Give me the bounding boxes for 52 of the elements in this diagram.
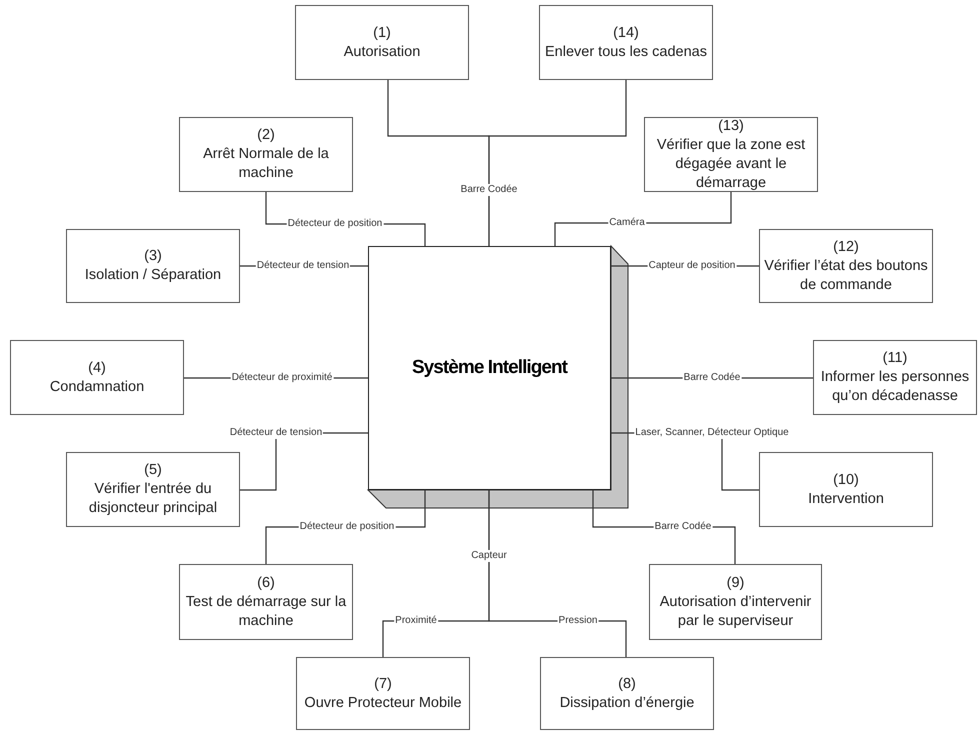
step-number: (14) bbox=[613, 24, 639, 42]
step-text: Dissipation d’énergie bbox=[560, 694, 694, 712]
step-box bbox=[540, 657, 714, 730]
step-text: Arrêt Normale de la machine bbox=[202, 145, 330, 183]
step-box bbox=[759, 229, 933, 303]
step-box bbox=[813, 340, 977, 415]
step-text: Isolation / Séparation bbox=[84, 266, 222, 285]
connector-line bbox=[488, 80, 627, 246]
step-number: (1) bbox=[373, 24, 391, 42]
step-text: Condamnation bbox=[50, 378, 144, 396]
step-box bbox=[649, 564, 822, 640]
step-number: (5) bbox=[144, 461, 162, 480]
step-text: Vérifier l'entrée du disjoncteur principal bbox=[88, 480, 218, 518]
edge-label: Laser, Scanner, Détecteur Optique bbox=[634, 427, 790, 439]
step-number: (9) bbox=[726, 574, 744, 592]
edge-label: Détecteur de position bbox=[286, 218, 384, 230]
system-title: Système Intelligent bbox=[412, 356, 568, 380]
edge-label: Détecteur de position bbox=[298, 521, 396, 533]
step-number: (13) bbox=[718, 116, 744, 136]
step-box bbox=[66, 229, 240, 303]
step-box bbox=[644, 117, 818, 192]
step-number: (12) bbox=[833, 238, 859, 256]
step-text: Informer les personnes qu’on décadenasse bbox=[820, 368, 970, 406]
edge-label: Barre Codée bbox=[460, 184, 518, 196]
step-number: (6) bbox=[257, 574, 275, 592]
step-number: (3) bbox=[144, 247, 162, 266]
step-number: (11) bbox=[882, 349, 908, 368]
step-text: Ouvre Protecteur Mobile bbox=[304, 694, 462, 712]
step-number: (7) bbox=[374, 674, 392, 694]
trunk-label: Capteur bbox=[470, 550, 508, 562]
step-number: (4) bbox=[88, 358, 106, 378]
edge-label: Détecteur de tension bbox=[228, 427, 324, 439]
step-box bbox=[179, 564, 353, 640]
step-text: Autorisation d’intervenir par le superviseur bbox=[658, 592, 812, 630]
step-box bbox=[539, 5, 713, 80]
step-number: (10) bbox=[833, 470, 859, 490]
step-box bbox=[10, 340, 184, 415]
edge-label: Capteur de position bbox=[648, 260, 736, 272]
step-number: (8) bbox=[618, 674, 636, 694]
step-box bbox=[296, 657, 470, 730]
step-box bbox=[295, 5, 469, 80]
step-text: Autorisation bbox=[344, 42, 420, 62]
step-box bbox=[759, 452, 933, 527]
step-text: Vérifier l’état des boutons de commande bbox=[764, 256, 928, 294]
step-text: Enlever tous les cadenas bbox=[544, 42, 707, 62]
step-number: (2) bbox=[257, 126, 275, 145]
step-text: Intervention bbox=[808, 490, 884, 508]
step-box bbox=[179, 117, 353, 192]
step-text: Vérifier que la zone est dégagée avant le démarrage bbox=[656, 136, 806, 192]
step-box bbox=[66, 452, 240, 527]
edge-label: Détecteur de proximité bbox=[230, 372, 334, 384]
step-text: Test de démarrage sur la machine bbox=[184, 592, 348, 630]
